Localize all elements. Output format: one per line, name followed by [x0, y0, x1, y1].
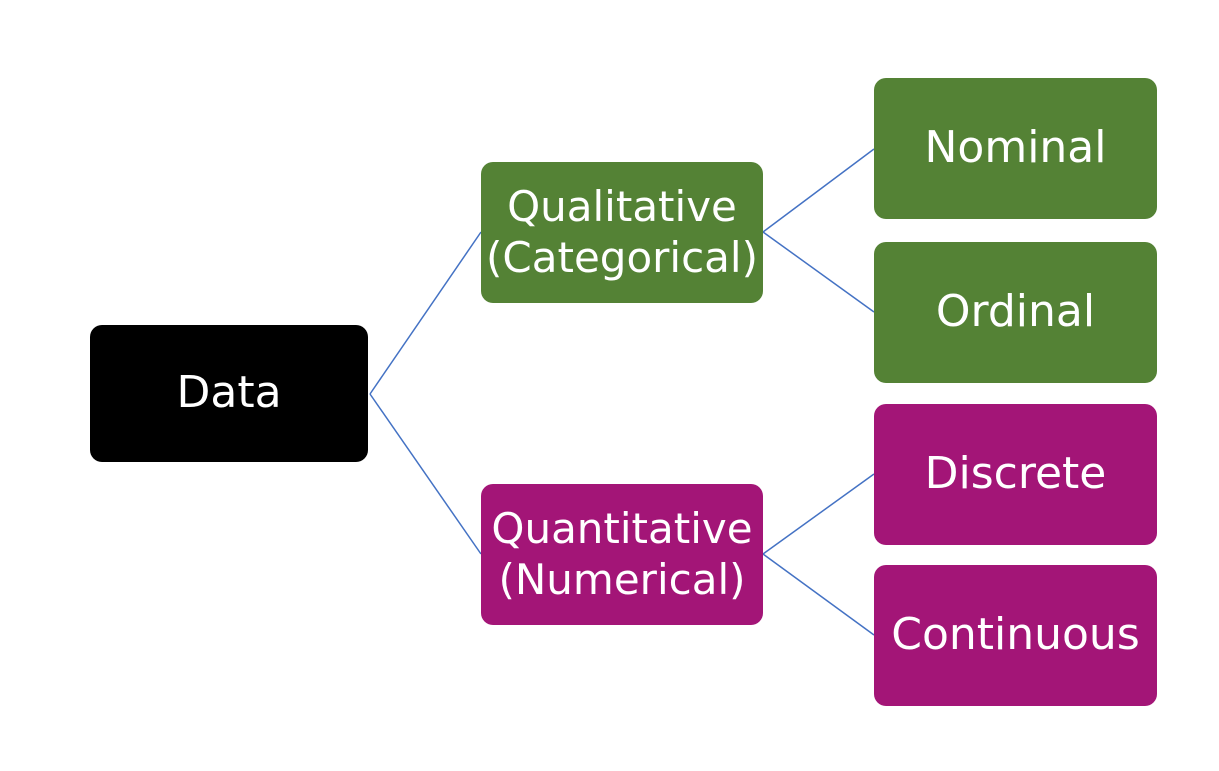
connector-qualitative-nominal	[762, 148, 875, 233]
connector-quantitative-continuous	[762, 553, 875, 636]
nominal-node: Nominal	[874, 78, 1157, 219]
connector-data-quantitative	[369, 393, 482, 555]
connector-quantitative-discrete	[762, 473, 875, 555]
connector-data-qualitative	[369, 231, 482, 395]
quantitative-numerical-node: Quantitative (Numerical)	[481, 484, 763, 625]
continuous-node: Continuous	[874, 565, 1157, 706]
connector-qualitative-ordinal	[762, 231, 875, 313]
data-node: Data	[90, 325, 368, 462]
ordinal-node: Ordinal	[874, 242, 1157, 383]
discrete-node: Discrete	[874, 404, 1157, 545]
qualitative-categorical-node: Qualitative (Categorical)	[481, 162, 763, 303]
